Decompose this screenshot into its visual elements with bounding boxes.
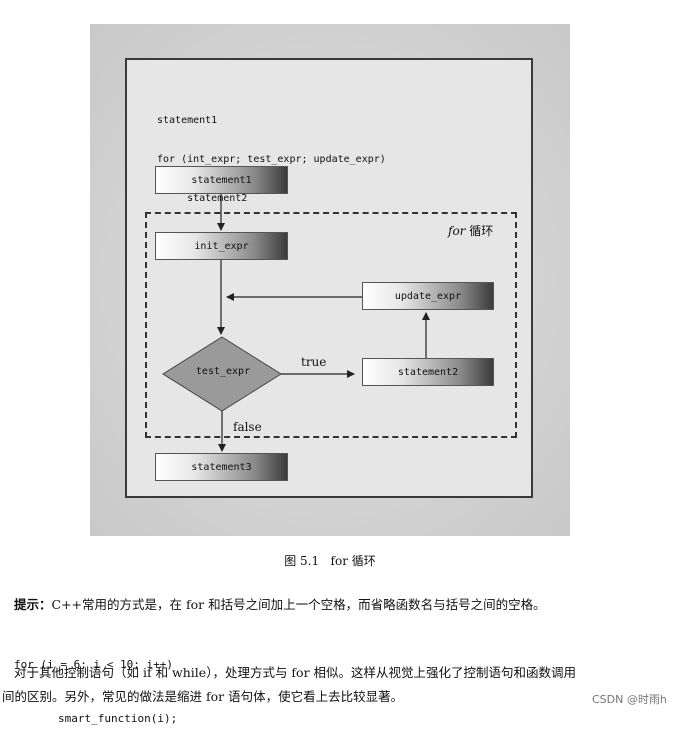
code-example-line: for (i = 6; i < 10; i++) <box>14 658 173 671</box>
code-example: for (i = 6; i < 10; i++) smart_function(… <box>14 620 177 746</box>
statement1-node: statement1 <box>155 166 288 194</box>
code-line: for (int_expr; test_expr; update_expr) <box>157 154 386 165</box>
test-expr-label: test_expr <box>195 366 251 377</box>
watermark: CSDN @时雨h <box>592 693 667 706</box>
code-line: statement2 <box>157 193 248 204</box>
tip-paragraph: 提示：C++常用的方式是，在 for 和括号之间加上一个空格，而省略函数名与括号… <box>14 594 546 613</box>
statement3-node: statement3 <box>155 453 288 481</box>
false-edge-label: false <box>233 420 262 434</box>
figure-caption: 图 5.1 for 循环 <box>284 554 376 568</box>
tip-text: C++常用的方式是，在 for 和括号之间加上一个空格，而省略函数名与括号之间的… <box>51 597 546 612</box>
figure-frame <box>90 24 570 536</box>
for-loop-region <box>145 212 517 438</box>
init-expr-node: init_expr <box>155 232 288 260</box>
for-keyword: for <box>448 224 466 238</box>
update-expr-node: update_expr <box>362 282 494 310</box>
code-line: statement1 <box>157 115 218 126</box>
for-loop-label: for 循环 <box>448 222 493 239</box>
code-example-line: smart_function(i); <box>58 712 178 725</box>
body-paragraph-line: 对于其他控制语句（如 if 和 while），处理方式与 for 相似。这样从视… <box>14 665 577 680</box>
loop-label-text: 循环 <box>465 224 494 238</box>
diagram-panel <box>125 58 533 498</box>
statement2-node: statement2 <box>362 358 494 386</box>
flow-arrows <box>162 194 430 452</box>
true-edge-label: true <box>301 355 327 369</box>
body-paragraph-line: 间的区别。另外，常见的做法是缩进 for 语句体，使它看上去比较显著。 <box>2 689 404 704</box>
tip-label: 提示： <box>14 597 52 612</box>
